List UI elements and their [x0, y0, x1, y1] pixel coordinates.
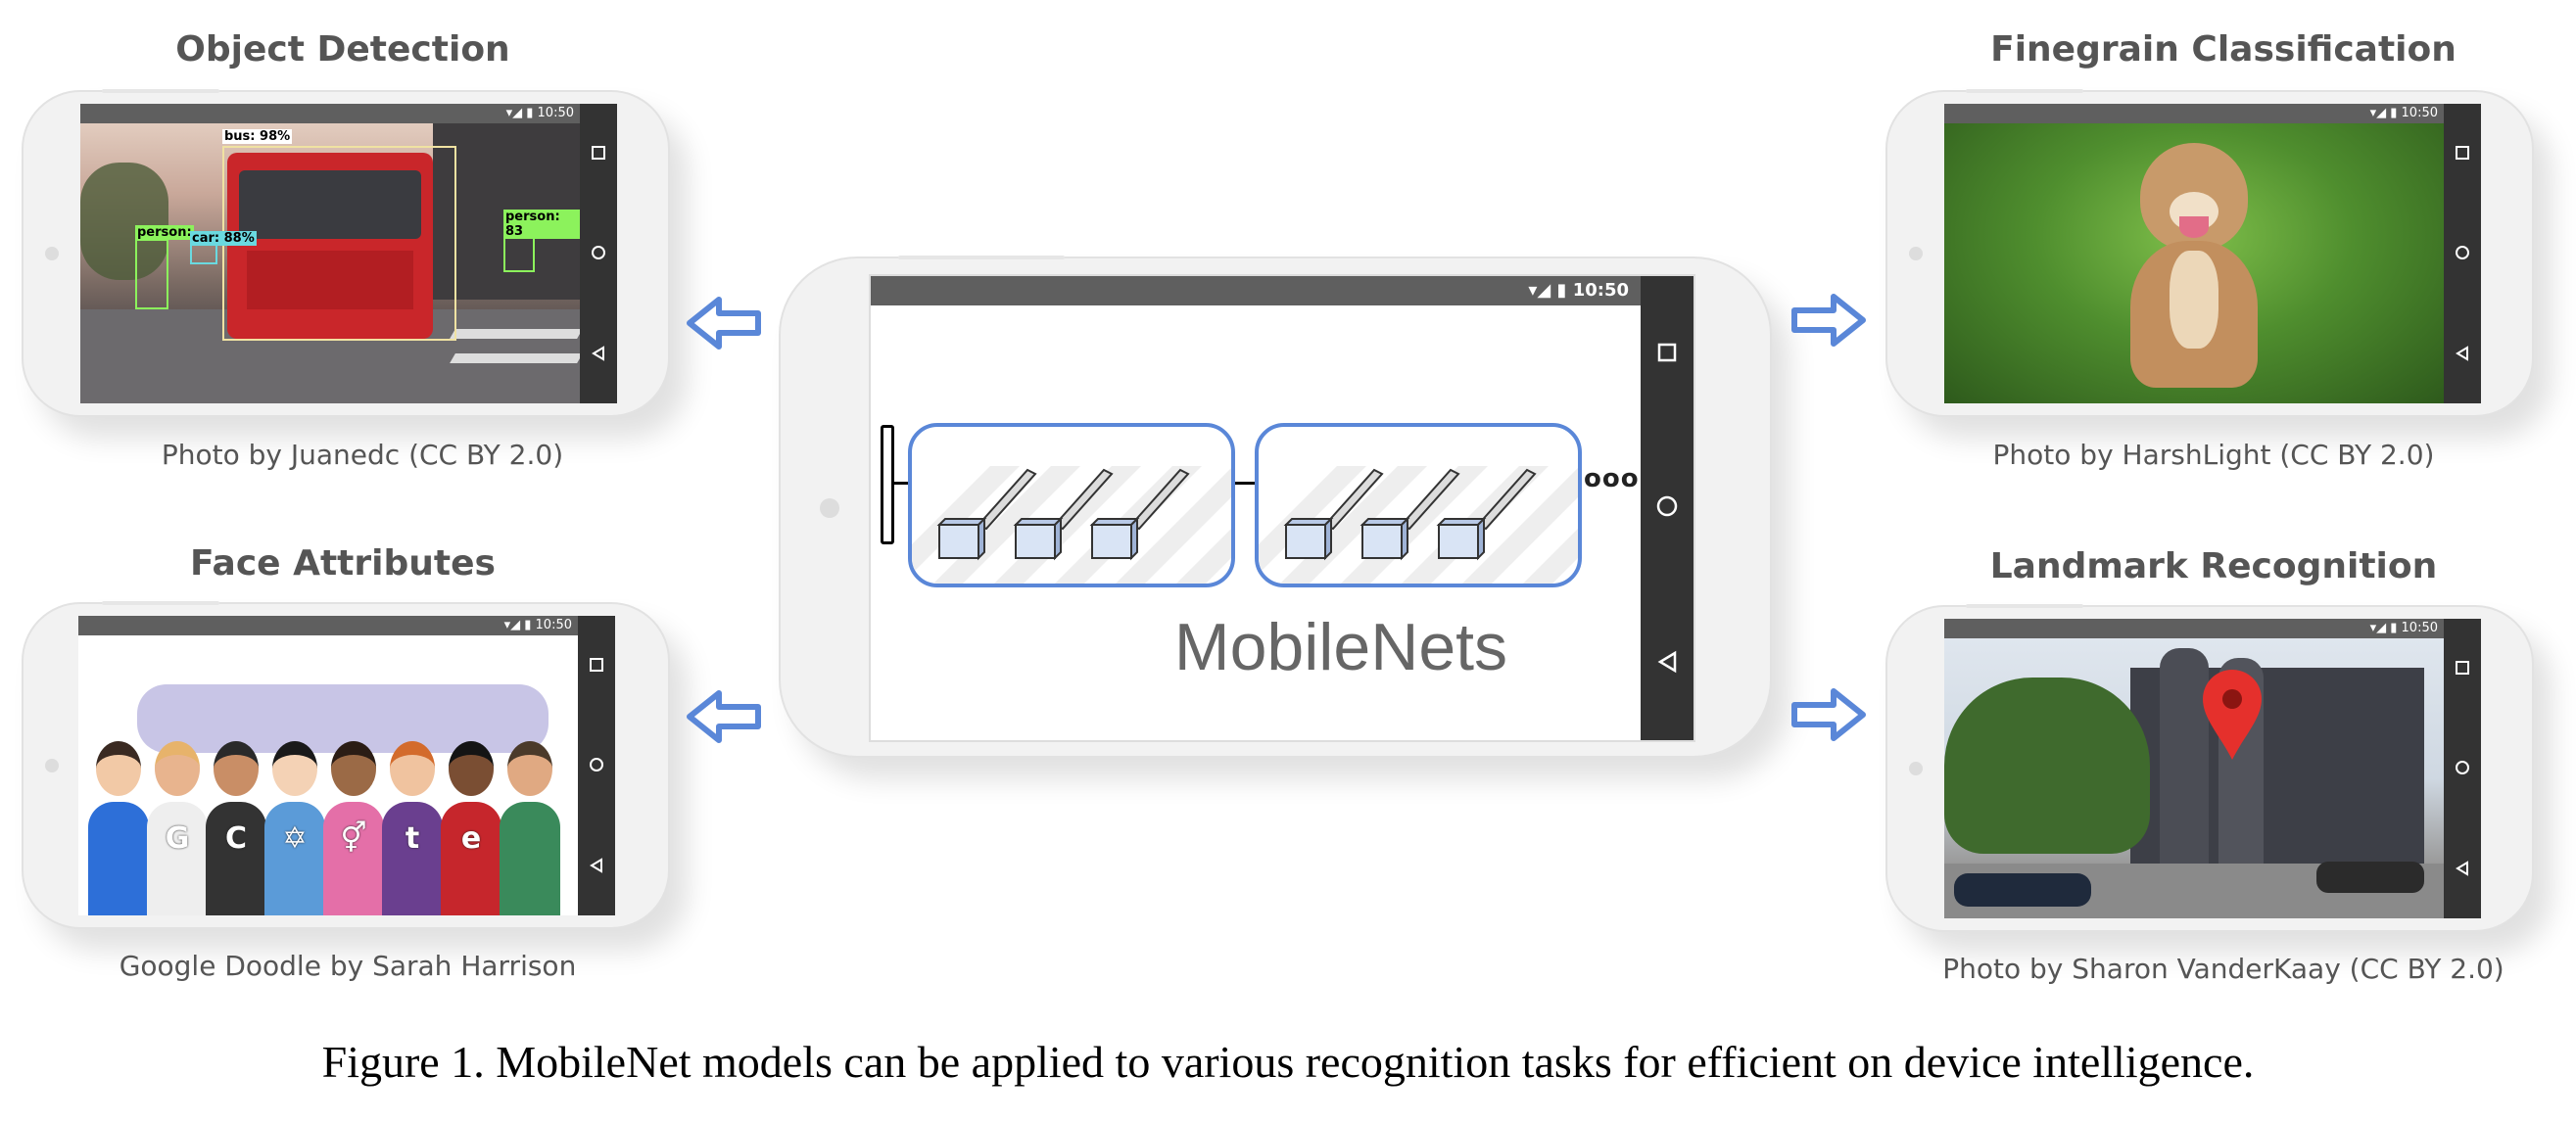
arrow-left-top-icon — [687, 297, 761, 350]
phone-mobilenets: ▾◢ ▮ 10:50 ooo MobileNets — [779, 256, 1772, 758]
status-time: 10:50 — [1572, 280, 1629, 301]
android-navbar — [1641, 276, 1693, 740]
home-icon — [590, 757, 603, 771]
location-pin-icon — [2203, 670, 2262, 760]
recent-apps-icon — [592, 146, 605, 161]
shirt-letter: ✡ — [282, 821, 308, 856]
recent-apps-icon — [590, 658, 603, 673]
phone-landmark: ▾◢ ▮ 10:50 — [1885, 604, 2534, 932]
doodle-person — [382, 802, 443, 915]
status-time: 10:50 — [535, 618, 572, 632]
phone-finegrain: ▾◢ ▮ 10:50 — [1885, 89, 2534, 417]
bus-shape — [227, 153, 433, 339]
recent-apps-icon — [2456, 661, 2469, 676]
panel-title-face-attributes: Face Attributes — [190, 543, 496, 584]
doodle-person — [441, 802, 501, 915]
arrow-left-bottom-icon — [687, 690, 761, 743]
doodle-person — [206, 802, 266, 915]
doodle-person — [500, 802, 560, 915]
detection-label-person-left: person: — [135, 225, 194, 240]
detection-label-bus: bus: 98% — [222, 129, 293, 144]
credit-object-detection: Photo by Juanedc (CC BY 2.0) — [161, 439, 564, 471]
input-bar — [881, 425, 894, 544]
shirt-letter: t — [405, 821, 420, 856]
recent-apps-icon — [2456, 146, 2469, 161]
home-icon — [2456, 760, 2469, 774]
more-blocks-ellipsis: ooo — [1584, 464, 1640, 493]
doodle-person — [147, 802, 208, 915]
back-icon — [2456, 860, 2468, 876]
home-icon — [592, 245, 605, 259]
detection-label-car: car: 88% — [190, 231, 257, 246]
arrow-right-top-icon — [1791, 294, 1866, 347]
shirt-letter: C — [224, 821, 248, 856]
pointwise-layer-cube — [1015, 524, 1056, 559]
credit-landmark: Photo by Sharon VanderKaay (CC BY 2.0) — [1942, 953, 2504, 985]
home-icon — [2456, 245, 2469, 259]
android-navbar — [578, 616, 615, 915]
back-icon — [2456, 345, 2468, 361]
back-icon — [1657, 651, 1677, 674]
panel-title-landmark-recognition: Landmark Recognition — [1989, 546, 2438, 586]
doodle-person — [264, 802, 325, 915]
android-navbar — [2444, 104, 2481, 403]
pointwise-layer-cube — [1091, 524, 1132, 559]
shirt-letter: e — [460, 821, 482, 856]
panel-title-finegrain-classification: Finegrain Classification — [1990, 29, 2457, 70]
detection-label-person-right: person: 83 — [503, 210, 580, 239]
credit-finegrain: Photo by HarshLight (CC BY 2.0) — [1992, 439, 2435, 471]
pointwise-layer-cube — [1285, 524, 1326, 559]
pointwise-layer-cube — [1438, 524, 1479, 559]
pointwise-layer-cube — [938, 524, 979, 559]
shirt-letter: ⚥ — [340, 821, 367, 856]
back-icon — [592, 345, 604, 361]
photo-dog — [1944, 123, 2444, 403]
status-time: 10:50 — [2401, 106, 2438, 120]
mobilenet-block-1 — [908, 423, 1235, 587]
photo-landmark — [1944, 638, 2444, 918]
shirt-letter: G — [165, 821, 190, 856]
mobilenets-screen: ▾◢ ▮ 10:50 ooo MobileNets — [869, 274, 1695, 742]
phone-object-detection: bus: 98% person: car: 88% person: 83 ▾◢ … — [22, 89, 670, 417]
android-navbar — [2444, 619, 2481, 918]
pointwise-layer-cube — [1361, 524, 1403, 559]
doodle-person — [88, 802, 149, 915]
figure-caption: Figure 1. MobileNet models can be applie… — [321, 1037, 2255, 1087]
android-navbar — [580, 104, 617, 403]
home-icon — [1656, 495, 1678, 517]
status-time: 10:50 — [537, 106, 574, 120]
panel-title-object-detection: Object Detection — [175, 29, 510, 70]
mobilenet-block-2 — [1255, 423, 1582, 587]
credit-face-attributes: Google Doodle by Sarah Harrison — [119, 950, 577, 982]
doodle-person — [323, 802, 384, 915]
status-time: 10:50 — [2401, 621, 2438, 635]
photo-street-scene: bus: 98% person: car: 88% person: 83 — [80, 104, 583, 403]
back-icon — [590, 857, 602, 873]
mobilenets-title: MobileNets — [1173, 610, 1508, 684]
arrow-right-bottom-icon — [1791, 688, 1866, 741]
recent-apps-icon — [1657, 343, 1677, 361]
